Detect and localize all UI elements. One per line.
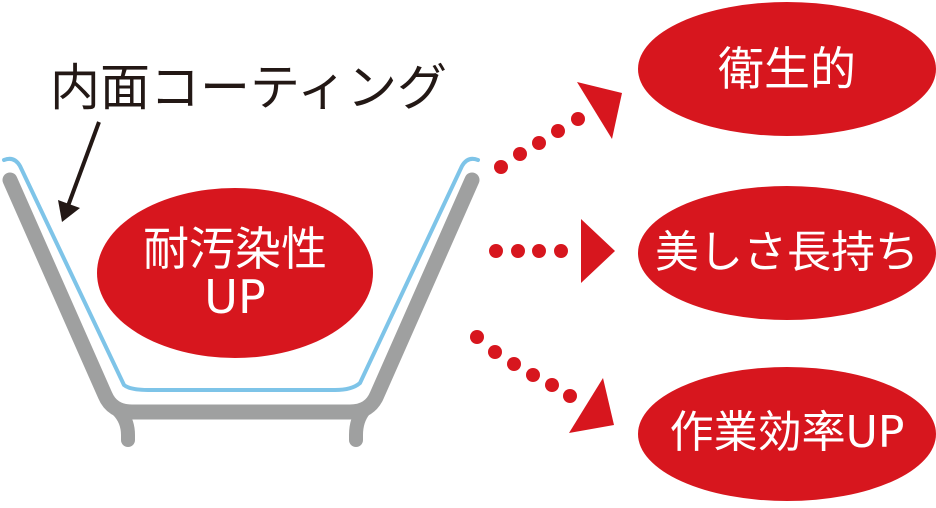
benefit-label-efficiency: 作業効率UP xyxy=(669,407,905,459)
benefit-ellipse-efficiency xyxy=(638,367,936,501)
dotted-arrow-up-right-icon xyxy=(494,82,622,174)
coating-label: 内面コーティング xyxy=(50,59,447,117)
center-ellipse xyxy=(97,188,373,358)
center-label-line1: 耐汚染性 xyxy=(143,221,327,276)
benefit-ellipse-lasting-beauty xyxy=(638,186,936,320)
coating-layer-icon xyxy=(2,156,480,392)
benefit-label-hygienic: 衛生的 xyxy=(718,42,856,97)
center-label: 耐汚染性 UP xyxy=(97,190,373,356)
center-label-line2: UP xyxy=(204,270,266,324)
benefit-label-lasting-beauty: 美しさ長持ち xyxy=(655,226,919,278)
dotted-arrow-right-icon xyxy=(489,219,615,283)
tub-icon xyxy=(2,172,480,447)
pointer-arrow-icon xyxy=(58,121,101,222)
dotted-arrow-down-right-icon xyxy=(470,330,614,433)
benefit-ellipse-hygienic xyxy=(638,2,936,136)
